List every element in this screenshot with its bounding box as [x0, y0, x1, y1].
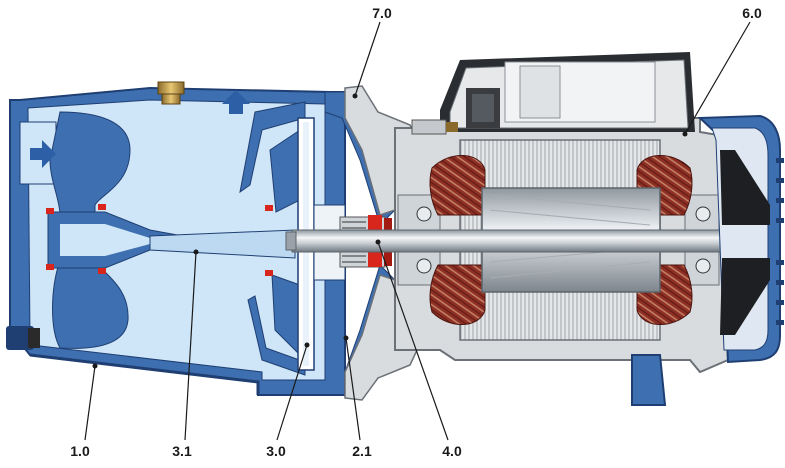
label-shaft: 4.0: [442, 443, 462, 459]
drain-plug-icon: [6, 326, 34, 350]
ejector-venturi: [46, 111, 296, 349]
label-casing: 1.0: [70, 443, 90, 459]
label-motor-housing: 6.0: [742, 5, 762, 21]
label-bracket: 7.0: [372, 5, 392, 21]
brass-plug-icon: [157, 81, 185, 105]
shaft: [285, 229, 771, 253]
diffuser: [239, 101, 306, 376]
fan-cover: [697, 114, 784, 364]
motor-foot: [631, 354, 667, 406]
leader-lines: [84, 21, 751, 441]
label-impeller: 3.0: [266, 443, 286, 459]
leader-dots: [92, 93, 688, 369]
label-pump-body: 2.1: [352, 443, 372, 459]
label-diffuser: 3.1: [172, 443, 192, 459]
flow-arrow-up-icon: [222, 90, 250, 114]
flow-arrow-right-icon: [30, 140, 56, 168]
